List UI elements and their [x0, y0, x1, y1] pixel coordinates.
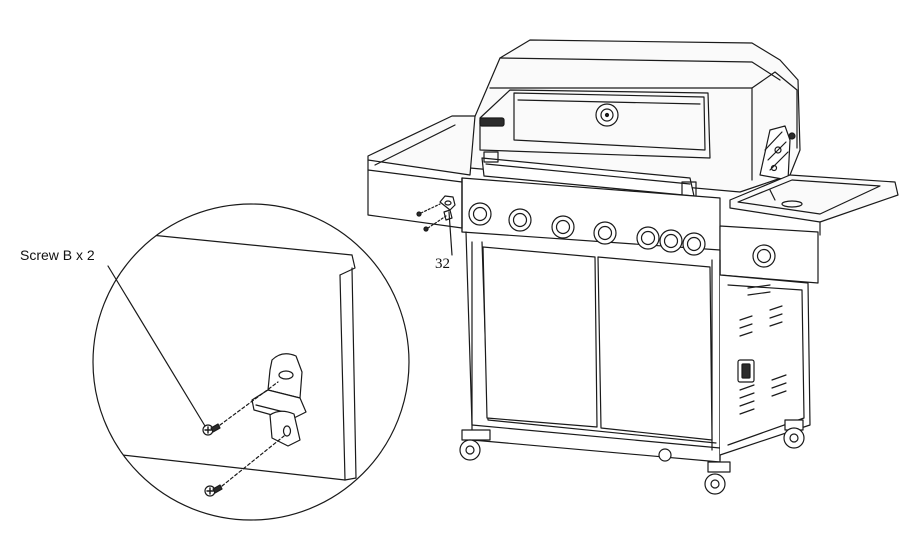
detail-view	[60, 204, 409, 520]
grill-lid	[470, 40, 800, 192]
detail-circle	[93, 204, 409, 520]
cart-side-panel	[720, 275, 810, 455]
caster-wheel	[705, 462, 730, 494]
shelf-screw-lower	[424, 216, 446, 231]
side-burner-box	[720, 226, 818, 283]
cart-door-left	[483, 247, 597, 427]
caster-wheel	[784, 420, 804, 448]
part-32-bracket	[440, 196, 455, 220]
right-side-burner	[730, 175, 898, 235]
lid-hinge	[760, 126, 795, 180]
lid-thermometer	[596, 104, 618, 126]
caster-wheel	[659, 449, 671, 461]
screw-callout-label: Screw B x 2	[20, 247, 95, 263]
control-knob	[637, 227, 659, 249]
control-knob	[683, 233, 705, 255]
part-32-leader	[449, 212, 452, 255]
bracket-detail	[252, 354, 306, 446]
control-knobs	[469, 203, 705, 255]
grill-illustration	[368, 40, 898, 494]
control-knob	[594, 222, 616, 244]
screw-b-upper	[203, 382, 278, 435]
left-side-shelf	[368, 116, 475, 228]
control-knob	[469, 203, 491, 225]
caster-wheel	[460, 430, 490, 460]
control-knob	[552, 216, 574, 238]
cart-door-right	[598, 257, 712, 440]
brand-badge	[480, 118, 504, 126]
shelf-screw-upper	[417, 204, 440, 216]
control-knob	[509, 209, 531, 231]
control-knob	[660, 230, 682, 252]
screw-callout-leader	[108, 266, 205, 426]
screw-b-lower	[205, 436, 284, 496]
part-number-label: 32	[435, 256, 450, 272]
